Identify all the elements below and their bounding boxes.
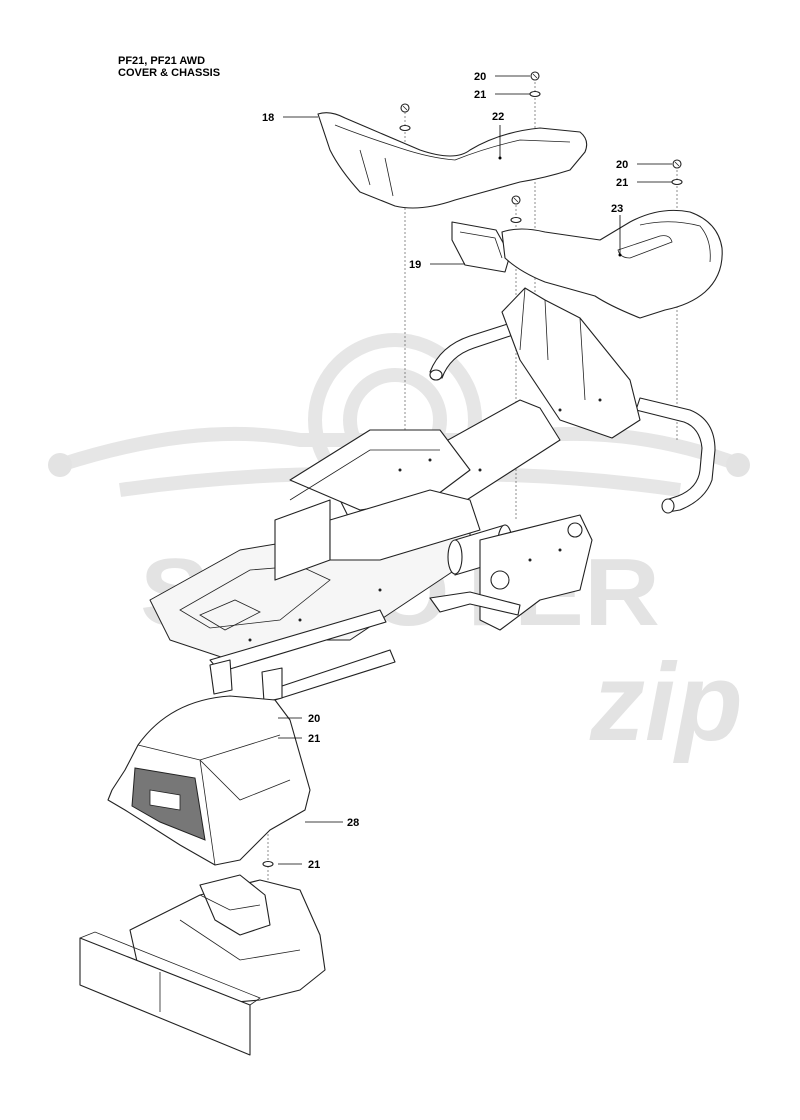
callout-leaders bbox=[278, 75, 672, 865]
callout-21-right: 21 bbox=[616, 177, 628, 189]
callout-22: 22 bbox=[492, 111, 504, 123]
seat-pan bbox=[501, 209, 723, 319]
callout-21-top: 21 bbox=[474, 89, 486, 101]
screw-icon bbox=[530, 71, 540, 81]
callout-18: 18 bbox=[262, 112, 274, 124]
section-title: COVER & CHASSIS bbox=[118, 67, 221, 79]
callout-21-lower: 21 bbox=[308, 859, 320, 871]
washer-icon bbox=[399, 124, 411, 132]
screw-icon bbox=[400, 103, 410, 113]
chassis-frame bbox=[149, 287, 716, 703]
fasteners bbox=[262, 71, 683, 868]
front-body-panel bbox=[79, 874, 326, 1056]
callout-19: 19 bbox=[409, 259, 421, 271]
callout-labels: 20 21 18 22 20 21 23 19 20 21 28 21 bbox=[262, 71, 628, 871]
model-title: PF21, PF21 AWD bbox=[118, 55, 206, 67]
rear-fender-cover bbox=[317, 112, 588, 209]
washer-icon bbox=[510, 216, 522, 224]
callout-28: 28 bbox=[347, 817, 359, 829]
washer-icon bbox=[671, 178, 683, 186]
washer-icon bbox=[262, 860, 274, 868]
seat-bracket bbox=[451, 221, 511, 273]
screw-icon bbox=[511, 195, 521, 205]
callout-20-right: 20 bbox=[616, 159, 628, 171]
callout-21-hood: 21 bbox=[308, 733, 320, 745]
washer-icon bbox=[529, 90, 541, 98]
callout-23: 23 bbox=[611, 203, 623, 215]
watermark-dot-right bbox=[726, 453, 750, 477]
screw-icon bbox=[672, 159, 682, 169]
watermark-script-text: zip bbox=[589, 641, 743, 764]
callout-20-hood: 20 bbox=[308, 713, 320, 725]
hood-cover bbox=[107, 695, 311, 866]
watermark-dot-left bbox=[48, 453, 72, 477]
frame-bolt-holes bbox=[248, 398, 602, 642]
callout-20-top: 20 bbox=[474, 71, 486, 83]
